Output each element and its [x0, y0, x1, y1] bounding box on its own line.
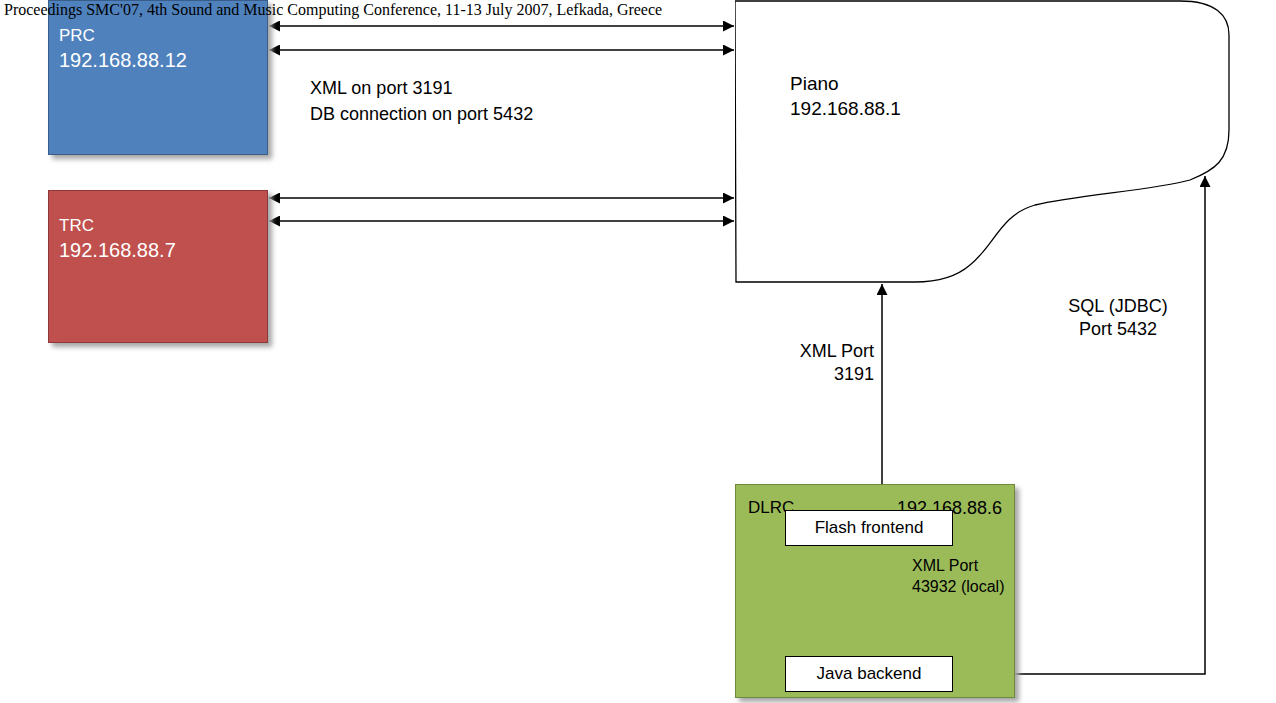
connector-arrow: [881, 284, 883, 509]
connector-arrow: [269, 220, 734, 222]
link-note: XML on port 3191: [310, 78, 452, 100]
java-backend-box: Java backend: [785, 656, 953, 692]
connector-arrow: [269, 25, 734, 27]
connector-arrow: [269, 197, 734, 199]
label-anchor: XML on port 3191: [310, 78, 452, 100]
node-name: PRC: [59, 25, 95, 47]
ip-address: 192.168.88.1: [790, 97, 901, 122]
port-label: XML Port 3191: [788, 340, 874, 387]
edge-label-anchor: SQL (JDBC) Port 5432: [1056, 295, 1180, 342]
ip-address: 192.168.88.7: [59, 237, 176, 263]
connector-arrow: [269, 49, 734, 51]
link-note: DB connection on port 5432: [310, 104, 533, 126]
port-label: XML Port 43932 (local): [912, 556, 1012, 598]
piano-outline: [735, 0, 1230, 283]
piano-shape: Piano192.168.88.1: [735, 0, 1230, 283]
piano-outline-path: [735, 1, 1229, 282]
label-anchor: Proceedings SMC'07, 4th Sound and Music …: [4, 0, 662, 19]
node-name: Piano: [790, 72, 839, 97]
prc-box: PRC192.168.88.12: [48, 0, 268, 155]
node-name: TRC: [59, 215, 94, 237]
trc-box: TRC192.168.88.7: [48, 190, 268, 343]
label-anchor: DB connection on port 5432: [310, 104, 533, 126]
node-name: Java backend: [817, 663, 922, 685]
port-label: SQL (JDBC) Port 5432: [1056, 295, 1180, 342]
page-header: Proceedings SMC'07, 4th Sound and Music …: [4, 0, 662, 19]
node-name: Flash frontend: [815, 517, 924, 539]
ip-address: 192.168.88.12: [59, 47, 187, 73]
edge-label-anchor: XML Port 43932 (local): [912, 556, 1012, 598]
flash-frontend-box: Flash frontend: [785, 510, 953, 546]
edge-label-anchor: XML Port 3191: [788, 340, 874, 387]
